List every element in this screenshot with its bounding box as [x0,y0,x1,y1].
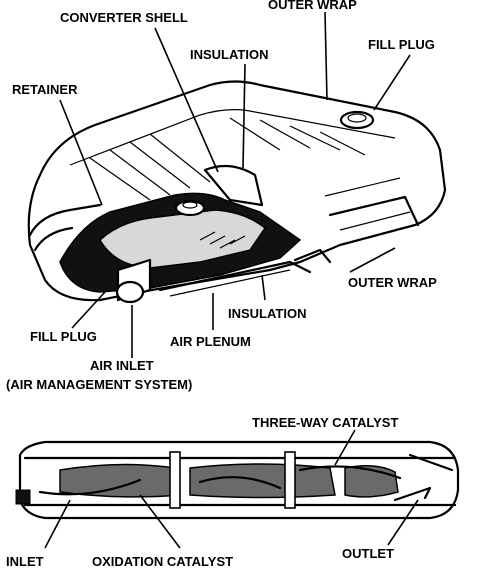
label-insulation-top: INSULATION [190,47,268,62]
label-oxidation-catalyst: OXIDATION CATALYST [92,554,233,569]
label-fill-plug-left: FILL PLUG [30,329,97,344]
label-inlet: INLET [6,554,44,569]
label-fill-plug-top: FILL PLUG [368,37,435,52]
pellet-bed [99,209,266,269]
label-three-way-catalyst: THREE-WAY CATALYST [252,415,398,430]
label-insulation-bottom: INSULATION [228,306,306,321]
oxidation-catalyst-bed [59,463,181,498]
converter-cross-section [15,440,460,520]
label-converter-shell: CONVERTER SHELL [60,10,188,25]
label-air-plenum: AIR PLENUM [170,334,251,349]
label-outer-wrap-right: OUTER WRAP [348,275,437,290]
top-leader-lines [59,11,411,358]
converter-cutaway [27,80,447,304]
label-outer-wrap-top: OUTER WRAP [268,0,357,12]
label-retainer: RETAINER [12,82,78,97]
bottom-leader-lines [44,429,419,549]
label-air-management: (AIR MANAGEMENT SYSTEM) [6,377,192,392]
label-air-inlet: AIR INLET [90,358,154,373]
label-outlet: OUTLET [342,546,394,561]
